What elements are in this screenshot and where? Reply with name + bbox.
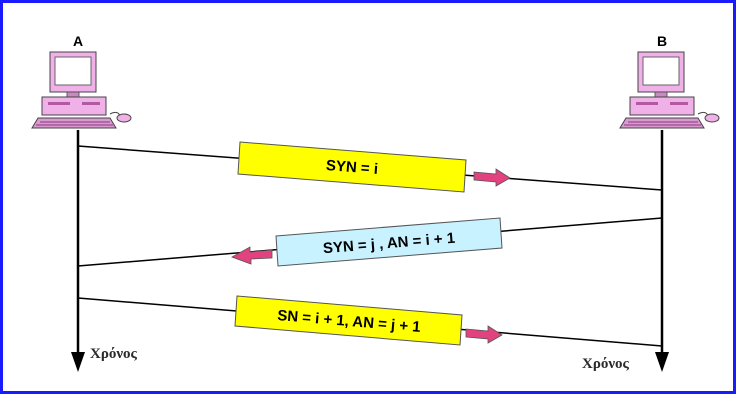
message-1: SYN = i [237, 141, 511, 193]
timeline-a-arrowhead [71, 352, 85, 372]
computer-a-icon [31, 51, 132, 129]
message-2: SYN = j , AN = i + 1 [231, 217, 503, 267]
host-b-label: B [657, 33, 667, 49]
message-1-box [237, 141, 467, 193]
arrow-left-icon [231, 246, 273, 265]
message-3-box [234, 295, 463, 346]
computer-b-icon [619, 51, 720, 129]
timeline-b-arrowhead [655, 352, 669, 372]
message-3: SN = i + 1, AN = j + 1 [234, 295, 503, 346]
arrow-right-icon [473, 168, 511, 187]
time-label-a: Χρόνος [90, 346, 138, 362]
message-1-label: SYN = i [325, 157, 378, 178]
time-label-b: Χρόνος [582, 356, 630, 372]
arrow-right-icon [465, 325, 503, 344]
host-a-label: A [73, 33, 83, 49]
message-2-box [275, 217, 503, 267]
